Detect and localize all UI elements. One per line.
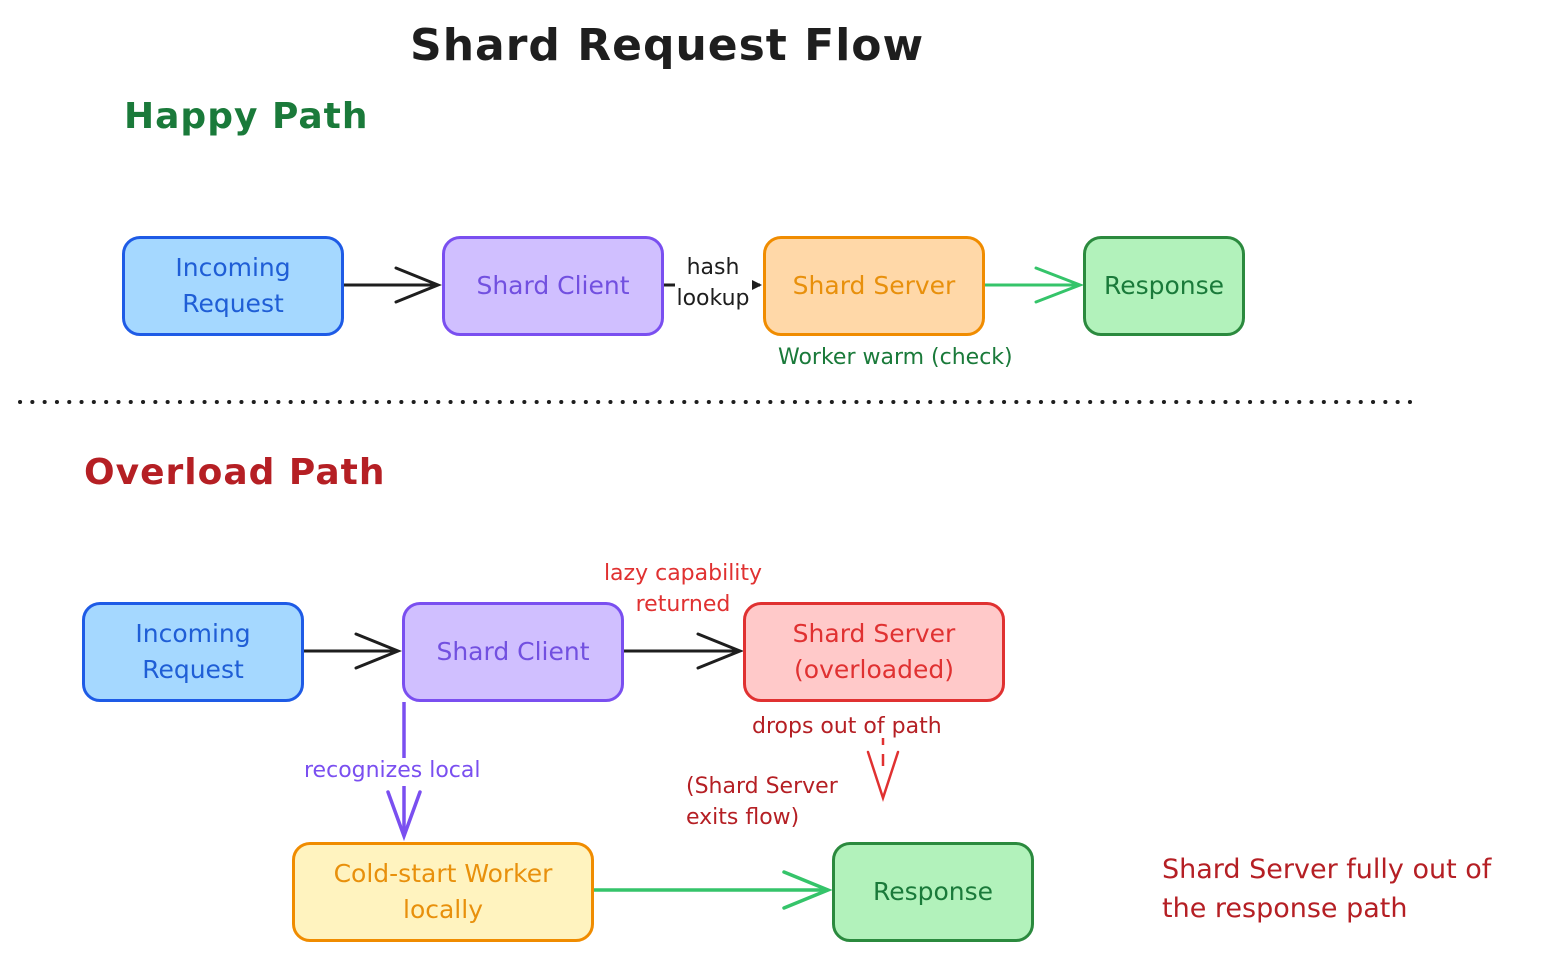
arrow-client2-to-server2	[624, 632, 744, 670]
diagram-title: Shard Request Flow	[410, 20, 925, 71]
happy-shard-client-label: Shard Client	[476, 271, 630, 300]
happy-incoming-request-label: Incoming Request	[175, 253, 291, 318]
happy-response-node: Response	[1083, 236, 1245, 336]
side-note: Shard Server fully out of the response p…	[1162, 854, 1492, 924]
overload-path-heading: Overload Path	[84, 452, 386, 493]
overload-shard-server-node: Shard Server (overloaded)	[743, 602, 1005, 702]
worker-warm-note: Worker warm (check)	[778, 345, 1013, 370]
happy-shard-client-node: Shard Client	[442, 236, 664, 336]
arrow-server-to-response	[985, 266, 1085, 304]
cold-start-worker-label: Cold-start Worker locally	[333, 859, 553, 924]
happy-shard-server-node: Shard Server	[763, 236, 985, 336]
arrow-worker-to-response2	[594, 870, 833, 910]
overload-response-node: Response	[832, 842, 1034, 942]
arrow-client2-to-worker	[386, 702, 422, 842]
drops-out-label: drops out of path	[752, 714, 942, 739]
hash-lookup-label: hash lookup	[676, 255, 750, 311]
arrow-incoming2-to-client2	[304, 632, 402, 670]
lazy-capability-label: lazy capability returned	[603, 561, 763, 617]
cold-start-worker-node: Cold-start Worker locally	[292, 842, 594, 942]
overload-shard-client-node: Shard Client	[402, 602, 624, 702]
happy-shard-server-label: Shard Server	[792, 271, 956, 300]
overload-response-label: Response	[872, 877, 994, 906]
happy-incoming-request-node: Incoming Request	[122, 236, 344, 336]
overload-incoming-request-label: Incoming Request	[135, 619, 251, 684]
overload-incoming-request-node: Incoming Request	[82, 602, 304, 702]
recognizes-local-label: recognizes local	[304, 758, 481, 783]
arrow-client-to-server	[664, 280, 762, 290]
arrow-incoming-to-client	[344, 266, 442, 304]
exits-flow-label: (Shard Server exits flow)	[686, 774, 838, 830]
happy-path-heading: Happy Path	[124, 96, 369, 137]
overload-shard-server-label: Shard Server (overloaded)	[792, 619, 956, 684]
overload-shard-client-label: Shard Client	[436, 637, 590, 666]
happy-response-label: Response	[1103, 271, 1225, 300]
